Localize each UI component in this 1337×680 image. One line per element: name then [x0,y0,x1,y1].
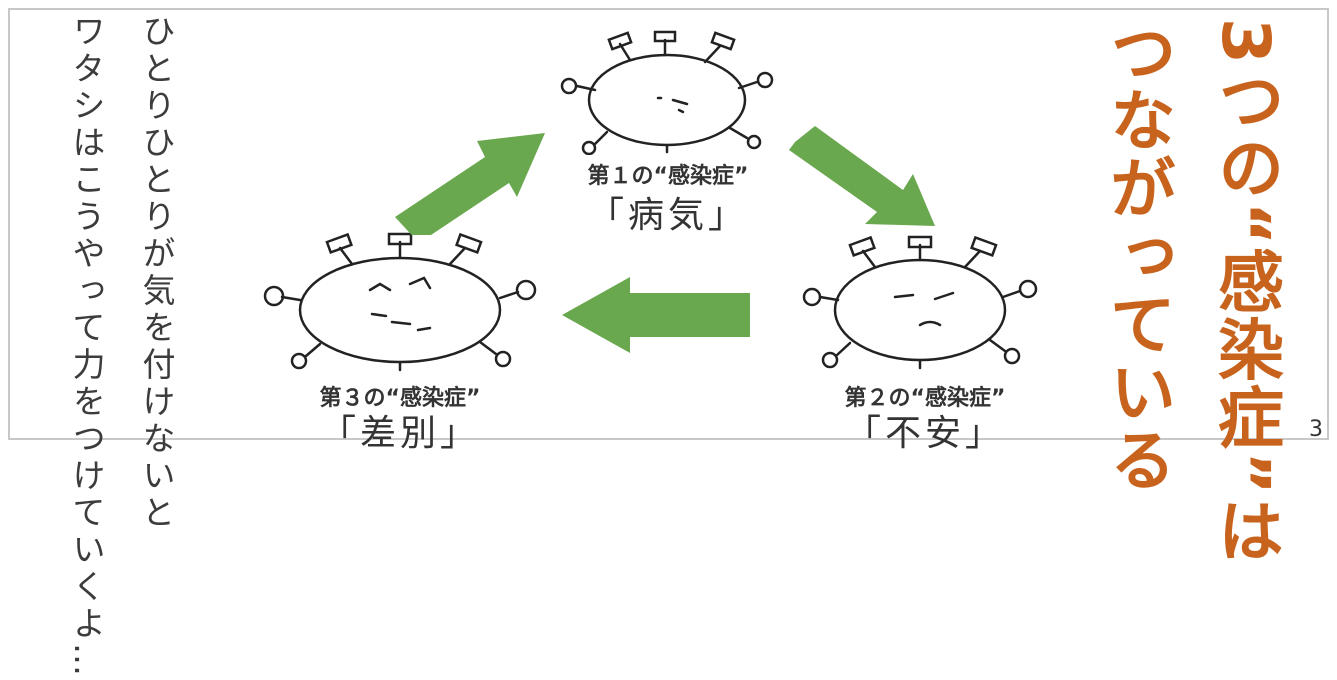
infection1-name: 「病気」 [587,195,748,236]
green-arrow-icon [395,133,545,235]
title-line2: つながっている [1099,18,1176,494]
green-arrow-icon [562,277,750,353]
page-number: 3 [1309,417,1323,442]
infection3-caption: 第３の“感染症” [319,386,481,411]
left-text-line2: ワタシはこうやって力をつけていくよ… [67,14,106,680]
infection2-name: 「不安」 [844,413,1005,454]
virus-sketch-icon [802,235,1038,370]
green-arrow-icon [789,126,935,226]
infection3-name: 「差別」 [319,413,480,454]
infection2-caption: 第２の“感染症” [844,386,1006,411]
left-text-line1: ひとりひとりが気を付けないと [137,14,176,532]
virus-sketch-icon [263,232,537,372]
infection1-caption: 第１の“感染症” [587,164,749,189]
slide: ひとりひとりが気を付けないと ワタシはこうやって力をつけていくよ… 3つの“感染… [8,8,1329,680]
virus-sketch-icon [560,30,774,155]
slide-frame [8,8,1329,440]
title-line1: 3つの“感染症”は [1207,18,1284,565]
